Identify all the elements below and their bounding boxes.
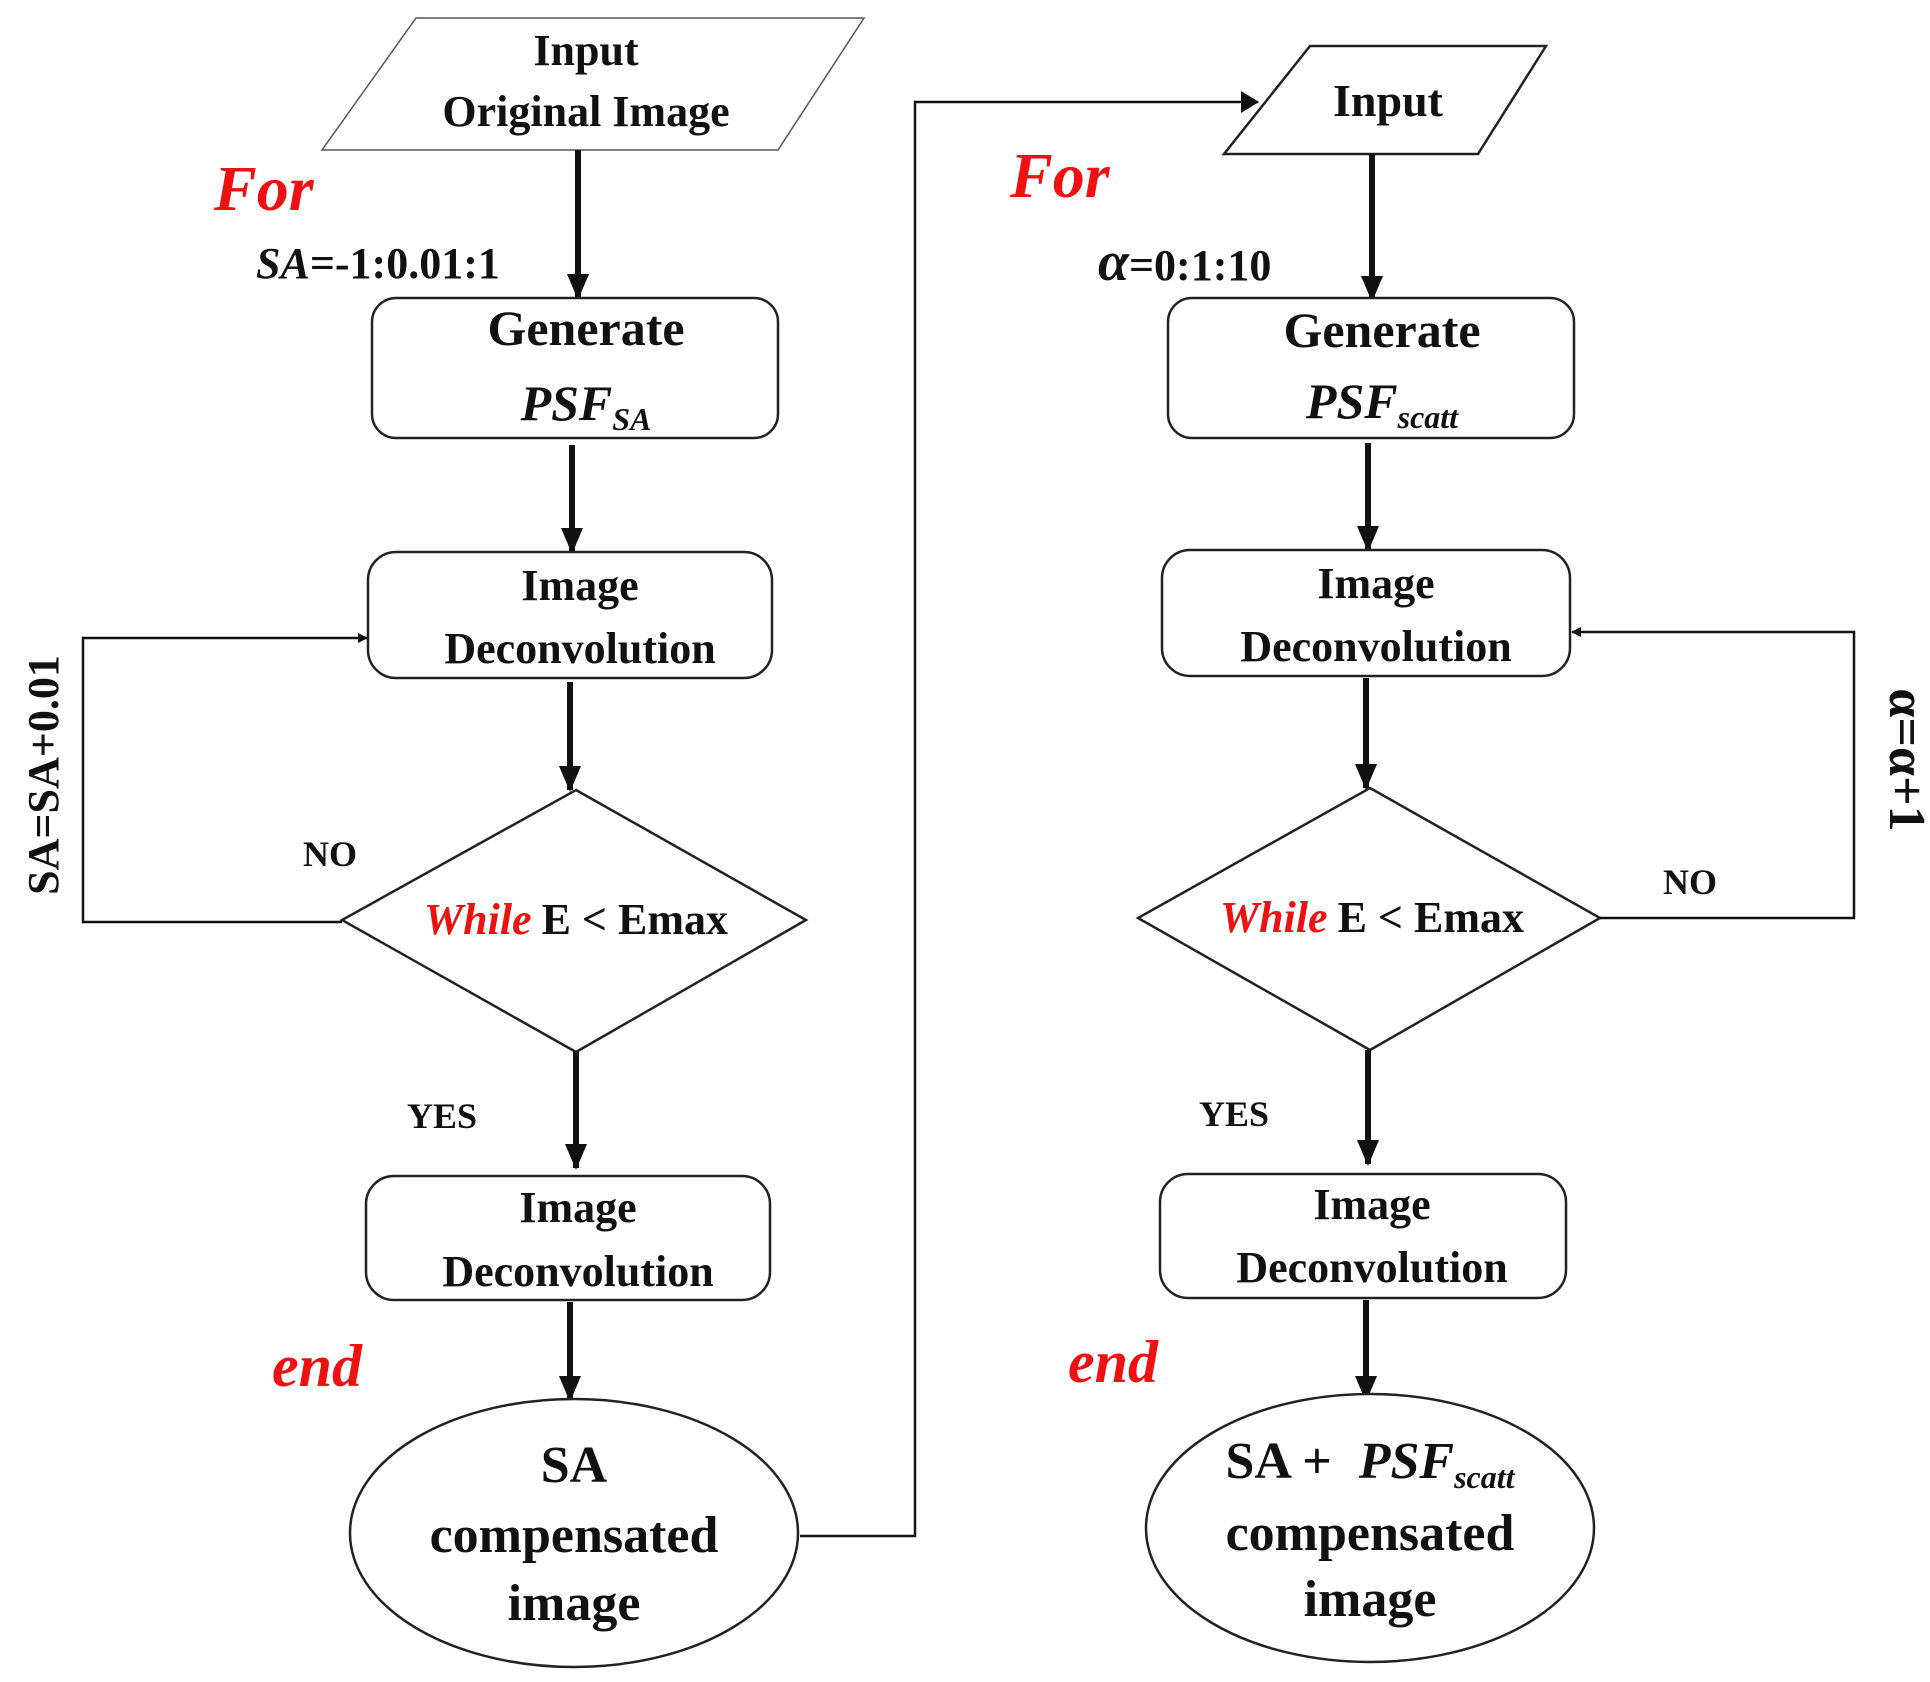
left-output-line2: compensated — [430, 1507, 719, 1564]
right-loop-edge — [1571, 627, 1856, 920]
right-output-psf: PSF — [1358, 1433, 1454, 1490]
left-output-line3: image — [508, 1575, 641, 1632]
left-deconv1-box — [366, 550, 774, 680]
right-no-label: NO — [1663, 862, 1717, 902]
left-loop-edge — [81, 633, 368, 924]
right-for-label: For — [1009, 140, 1111, 211]
left-generate-formula: PSFSA — [520, 375, 652, 437]
left-decision-while: While — [424, 895, 532, 944]
right-output-sub: scatt — [1453, 1459, 1516, 1495]
right-output-prefix: SA + — [1225, 1433, 1344, 1490]
left-output-line1: SA — [541, 1437, 608, 1494]
right-deconv2-line1: Image — [1313, 1180, 1430, 1229]
right-deconv1-line2: Deconvolution — [1240, 622, 1511, 671]
right-deconv2-box — [1158, 1172, 1568, 1300]
left-flow: Input Original Image For SA=-1:0.01:1 Ge… — [19, 17, 866, 1669]
right-range-var: α — [1098, 231, 1130, 293]
left-range-var: SA — [256, 239, 310, 288]
left-yes-label: YES — [407, 1096, 477, 1136]
left-input-line2: Original Image — [442, 87, 729, 136]
right-deconv1-box — [1160, 548, 1572, 678]
right-output-line2: compensated — [1226, 1505, 1515, 1562]
right-generate-box — [1166, 296, 1576, 440]
connector-left-to-right — [800, 91, 1259, 1538]
left-generate-psf: PSF — [520, 375, 613, 431]
right-output-line3: image — [1304, 1571, 1437, 1628]
left-range: SA=-1:0.01:1 — [256, 239, 500, 288]
right-generate-psf: PSF — [1305, 373, 1398, 429]
left-for-label: For — [213, 153, 315, 224]
right-generate-line1: Generate — [1283, 302, 1480, 358]
left-generate-line1: Generate — [487, 300, 684, 356]
left-end-label: end — [272, 1333, 363, 1399]
left-input-line1: Input — [533, 26, 639, 75]
right-deconv1-line1: Image — [1317, 559, 1434, 608]
left-deconv2-line1: Image — [519, 1183, 636, 1232]
right-range-rest: =0:1:10 — [1129, 241, 1271, 290]
right-output-line1: SA + PSFscatt — [1225, 1433, 1515, 1495]
right-end-label: end — [1068, 1329, 1159, 1395]
left-generate-box — [370, 296, 780, 440]
right-yes-label: YES — [1199, 1094, 1269, 1134]
right-decision-while: While — [1220, 893, 1328, 942]
right-range: α=0:1:10 — [1098, 231, 1271, 293]
left-output-shape — [348, 1397, 800, 1669]
left-deconv1-line2: Deconvolution — [444, 624, 715, 673]
right-decision-cond: E < Emax — [1338, 893, 1524, 942]
right-output-shape — [1144, 1392, 1596, 1664]
left-input-shape — [320, 17, 866, 151]
right-flow: Input For α=0:1:10 Generate PSFscatt Ima… — [1009, 44, 1930, 1664]
left-loop-label: SA=SA+0.01 — [19, 655, 68, 895]
left-deconv2-box — [364, 1174, 772, 1302]
right-generate-formula: PSFscatt — [1305, 373, 1459, 435]
left-decision-cond: E < Emax — [542, 895, 728, 944]
right-input-shape — [1221, 44, 1549, 156]
left-deconv2-line2: Deconvolution — [442, 1247, 713, 1296]
left-no-label: NO — [303, 834, 357, 874]
left-deconv1-line1: Image — [521, 561, 638, 610]
right-input-line1: Input — [1333, 75, 1444, 126]
right-deconv2-line2: Deconvolution — [1236, 1243, 1507, 1292]
left-range-rest: =-1:0.01:1 — [310, 239, 500, 288]
right-generate-sub: scatt — [1397, 399, 1460, 435]
right-loop-label: α=α+1 — [1878, 688, 1930, 831]
left-generate-sub: SA — [612, 401, 651, 437]
